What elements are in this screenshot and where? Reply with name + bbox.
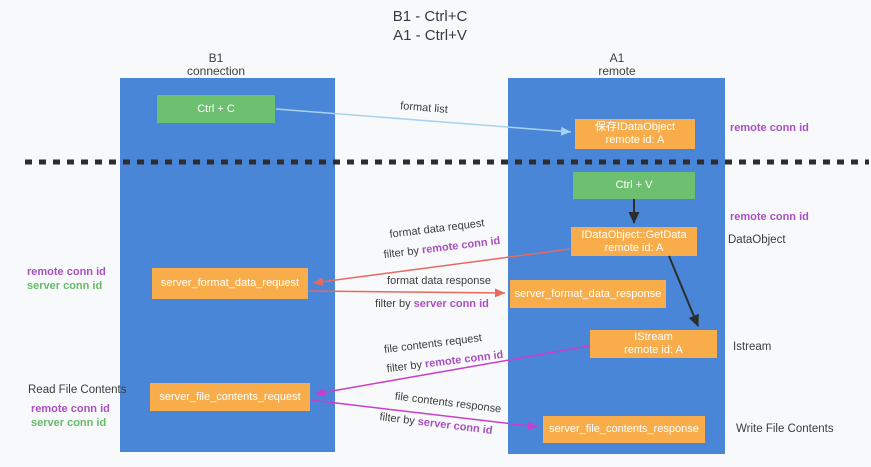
istream-line2: remote id: A	[624, 344, 683, 356]
saved-dataobject-line2: remote id: A	[605, 134, 665, 146]
label-format-list: format list	[399, 100, 449, 116]
server-file-contents-request-box: server_file_contents_request	[150, 383, 310, 411]
istream-box: IStream remote id: A	[590, 330, 717, 358]
right-dataobject-label: DataObject	[728, 234, 786, 246]
server-file-contents-response-box: server_file_contents_response	[543, 416, 705, 443]
label-format-data-response: format data response	[387, 275, 491, 287]
server-file-contents-request-label: server_file_contents_request	[159, 390, 301, 403]
lane-a1-role: remote	[598, 64, 636, 78]
title-line-1: B1 - Ctrl+C	[392, 8, 468, 25]
saved-dataobject-line1: 保存IDataObject	[594, 121, 676, 133]
left-server-conn-id-1: server conn id	[27, 280, 103, 292]
istream-line1: IStream	[634, 331, 673, 343]
server-format-data-request-box: server_format_data_request	[152, 268, 308, 299]
filter-by-text: filter by	[378, 411, 419, 428]
filter-by-text: filter by	[375, 298, 414, 310]
remote-conn-id-text: remote conn id	[424, 348, 504, 371]
label-filter-server-2: filter by server conn id	[379, 411, 493, 437]
right-remote-conn-id-top: remote conn id	[730, 122, 809, 134]
server-format-data-response-box: server_format_data_response	[510, 280, 666, 308]
getdata-box: IDataObject::GetData remote id: A	[571, 227, 697, 256]
label-format-data-request: format data request	[388, 217, 486, 241]
left-remote-conn-id-2: remote conn id	[31, 403, 110, 415]
label-filter-server-1: filter by server conn id	[375, 298, 489, 310]
lane-b1-role: connection	[186, 64, 246, 78]
ctrl-v-box: Ctrl + V	[573, 172, 695, 199]
lane-b1-name: B1	[208, 51, 224, 65]
getdata-line2: remote id: A	[604, 241, 664, 254]
server-conn-id-text: server conn id	[413, 298, 489, 310]
ctrl-v-label: Ctrl + V	[615, 179, 653, 191]
title-line-2: A1 - Ctrl+V	[393, 27, 467, 44]
right-write-file-contents-label: Write File Contents	[736, 423, 834, 435]
lane-a1-name: A1	[609, 51, 625, 65]
label-file-contents-response: file contents response	[394, 390, 502, 416]
arrow-format-data-response	[308, 288, 506, 298]
left-read-file-contents-label: Read File Contents	[28, 384, 127, 396]
ctrl-c-box: Ctrl + C	[157, 95, 275, 123]
server-format-data-response-label: server_format_data_response	[514, 287, 662, 300]
left-server-conn-id-2: server conn id	[31, 417, 107, 429]
right-remote-conn-id-mid: remote conn id	[730, 211, 809, 223]
server-format-data-request-label: server_format_data_request	[160, 277, 300, 289]
filter-by-text: filter by	[383, 244, 423, 262]
left-remote-conn-id-1: remote conn id	[27, 266, 106, 278]
filter-by-text: filter by	[386, 358, 426, 376]
right-istream-label: Istream	[733, 341, 772, 353]
diagram-title: B1 - Ctrl+C A1 - Ctrl+V	[393, 7, 468, 45]
ctrl-c-label: Ctrl + C	[197, 102, 235, 115]
getdata-line1: IDataObject::GetData	[581, 228, 687, 241]
remote-conn-id-text: remote conn id	[421, 234, 501, 257]
lane-header-b1: B1 connection	[187, 52, 245, 78]
lane-header-a1: A1 remote	[598, 52, 635, 78]
server-conn-id-text: server conn id	[417, 415, 494, 437]
server-file-contents-response-label: server_file_contents_response	[549, 423, 699, 435]
saved-dataobject-box: 保存IDataObject remote id: A	[575, 119, 695, 149]
